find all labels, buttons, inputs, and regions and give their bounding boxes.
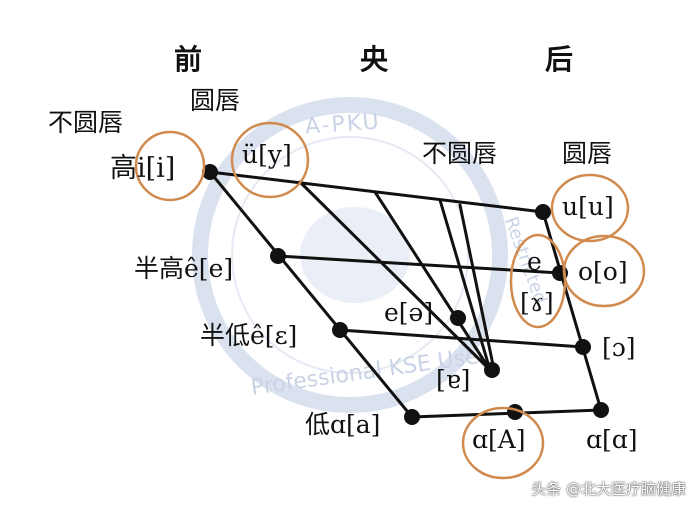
height-high: 高i[i] [110, 155, 175, 182]
point-e-circ [270, 248, 286, 264]
vowel-a-central: ɑ[A] [472, 425, 526, 454]
height-half-low-label: 半低 [200, 321, 251, 350]
point-u [535, 204, 551, 220]
vowel-e-circ: ê[e] [184, 254, 234, 283]
height-low-label: 低 [305, 410, 331, 439]
level-half-high [276, 254, 562, 275]
edge-bottom [410, 408, 603, 419]
point-i [202, 164, 218, 180]
point-turned-a [484, 362, 500, 378]
point-eps [332, 322, 348, 338]
point-schwa [450, 310, 466, 326]
header-back: 后 [545, 43, 576, 76]
point-a-front [404, 409, 420, 425]
vowel-eps: ê[ɛ] [250, 321, 298, 350]
vowel-a-front: ɑ[a] [330, 410, 381, 439]
vowel-u: u[u] [562, 192, 614, 221]
height-half-low: 半低ê[ɛ] [200, 323, 297, 348]
header-front: 前 [174, 43, 205, 76]
vowel-y: ü[y] [242, 140, 292, 169]
vowel-turned-a: [ɐ] [436, 365, 471, 394]
point-a-back [593, 402, 609, 418]
highlight-a-central [461, 406, 545, 480]
edge-left [208, 170, 414, 419]
level-half-low [338, 328, 585, 349]
label-front-unrounded: 不圆唇 [48, 108, 124, 137]
height-half-high: 半高ê[e] [134, 256, 233, 281]
vowel-gamma: [ɤ] [520, 288, 554, 317]
vowel-a-back: ɑ[ɑ] [586, 425, 638, 454]
point-open-o [575, 339, 591, 355]
height-high-label: 高 [110, 153, 137, 184]
vowel-open-o: [ɔ] [602, 333, 636, 362]
label-front-rounded: 圆唇 [190, 86, 241, 115]
central-line-1 [298, 180, 492, 372]
vowel-o: o[o] [578, 257, 628, 286]
label-back-rounded: 圆唇 [562, 139, 613, 168]
highlight-o [562, 234, 646, 308]
vowel-i: i[i] [137, 153, 176, 184]
height-half-high-label: 半高 [134, 254, 185, 283]
highlight-i [134, 130, 206, 202]
edge-right [541, 210, 603, 412]
footer-credit: 头条 @北大医疗脑健康 [531, 480, 686, 498]
central-line-4 [458, 203, 495, 367]
height-low: 低ɑ[a] [305, 412, 380, 437]
vowel-e-upper: e [527, 247, 542, 276]
highlight-y [230, 121, 310, 199]
highlight-u [550, 173, 630, 243]
central-line-2 [373, 190, 492, 372]
vowel-schwa: e[ə] [384, 298, 434, 327]
label-back-unrounded: 不圆唇 [422, 139, 498, 168]
central-line-3 [438, 198, 492, 372]
header-central: 央 [360, 43, 391, 76]
